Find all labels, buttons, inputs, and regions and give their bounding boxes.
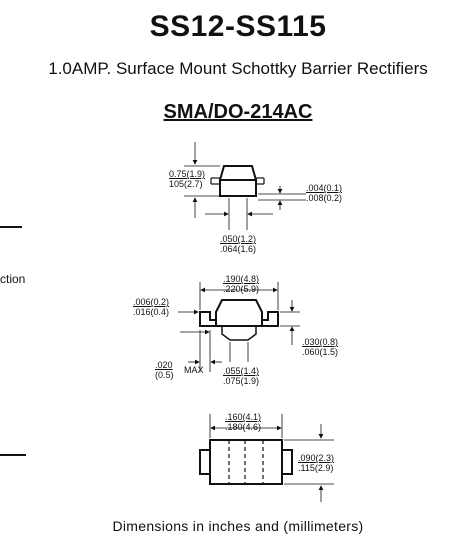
end-body-label: .055(1.4) .075(1.9) xyxy=(223,366,259,386)
end-lead-len-bot: (0.5) xyxy=(155,370,174,380)
end-body-max: .075(1.9) xyxy=(223,376,260,386)
end-overall-label: .190(4.8) .220(5.9) xyxy=(223,274,259,294)
top-width-min: .090(2.3) xyxy=(298,453,335,463)
side-view-dim-lines xyxy=(184,142,306,230)
side-view-outline xyxy=(210,165,265,197)
end-lead-len-top: .020 xyxy=(155,360,173,370)
top-view-dim-lines xyxy=(209,414,334,502)
top-length-min: .160(4.1) xyxy=(225,412,262,422)
side-lead-thk-max: .008(0.2) xyxy=(306,193,343,203)
end-view-outline xyxy=(199,299,279,341)
end-pad-max: .016(0.4) xyxy=(133,307,170,317)
side-lead-w-max: .064(1.6) xyxy=(220,244,257,254)
end-lead-length-label: .020 (0.5) xyxy=(155,360,174,380)
side-lead-thk-min: .004(0.1) xyxy=(306,183,343,193)
side-height-min: 105(2.7) xyxy=(169,179,203,189)
document-title: SS12-SS115 xyxy=(149,10,327,43)
top-length-label: .160(4.1) .180(4.6) xyxy=(225,412,261,432)
side-lead-width-label: .050(1.2) .064(1.6) xyxy=(220,234,256,254)
end-height-label: .030(0.8) .060(1.5) xyxy=(302,337,338,357)
end-overall-max: .220(5.9) xyxy=(223,284,260,294)
cut-off-text: ction xyxy=(0,272,26,286)
end-pad-label: .006(0.2) .016(0.4) xyxy=(133,297,169,317)
top-view-outline xyxy=(199,439,293,485)
end-lead-length-max: MAX xyxy=(184,365,204,375)
side-height-max: 0.75(1.9) xyxy=(169,169,206,179)
top-width-label: .090(2.3) .115(2.9) xyxy=(298,453,334,473)
end-view-dim-lines xyxy=(178,282,300,372)
side-lead-w-min: .050(1.2) xyxy=(220,234,257,244)
package-name: SMA/DO-214AC xyxy=(163,101,313,123)
end-height-min: .030(0.8) xyxy=(302,337,339,347)
top-length-max: .180(4.6) xyxy=(225,422,262,432)
end-height-max: .060(1.5) xyxy=(302,347,339,357)
dimensions-note: Dimensions in inches and (millimeters) xyxy=(112,518,364,534)
end-pad-min: .006(0.2) xyxy=(133,297,170,307)
side-height-label: 0.75(1.9) 105(2.7) xyxy=(169,169,205,189)
top-width-max: .115(2.9) xyxy=(298,463,334,473)
document-subtitle: 1.0AMP. Surface Mount Schottky Barrier R… xyxy=(48,59,428,78)
side-lead-thickness-label: .004(0.1) .008(0.2) xyxy=(306,183,342,203)
end-body-min: .055(1.4) xyxy=(223,366,260,376)
end-overall-min: .190(4.8) xyxy=(223,274,260,284)
